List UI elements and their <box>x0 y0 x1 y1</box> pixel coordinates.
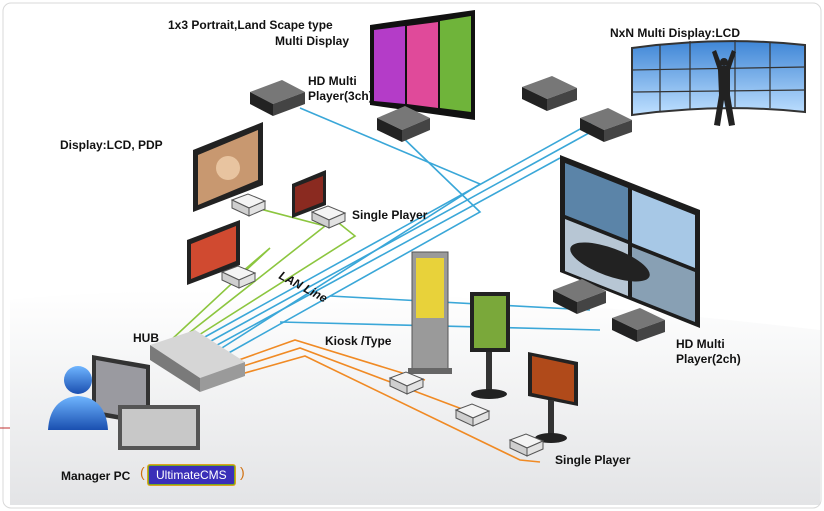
single-player-boxes-bottom <box>388 371 545 457</box>
hub-device <box>150 330 245 392</box>
portrait-display-title-line1: 1x3 Portrait,Land Scape type <box>168 18 333 32</box>
single-player-label-top: Single Player <box>352 208 428 222</box>
nxn-display-label: NxN Multi Display:LCD <box>610 26 741 40</box>
hd-multi-player-3ch-label-line2: Player(3ch) <box>308 89 373 103</box>
pdp-display <box>187 220 240 285</box>
video-wall-2x2 <box>560 155 700 328</box>
manager-pc-label: Manager PC <box>61 469 131 483</box>
display-lcd-pdp-label: Display:LCD, PDP <box>60 138 163 152</box>
hd-multi-player-nxn <box>522 76 632 142</box>
single-player-label-bottom: Single Player <box>555 453 631 467</box>
portrait-multi-display <box>370 10 475 120</box>
lcd-display-large <box>193 122 263 212</box>
kiosk-stand <box>470 292 510 399</box>
cms-paren-left: ( <box>140 464 145 480</box>
kiosk-type-label: Kiosk /Type <box>325 334 392 348</box>
cms-paren-right: ) <box>240 464 245 480</box>
kiosk-tall <box>408 251 452 374</box>
hd-multi-player-3ch-label-line1: HD Multi <box>308 74 357 88</box>
hub-label: HUB <box>133 331 159 345</box>
hd-multi-player-2ch-label-line2: Player(2ch) <box>676 352 741 366</box>
manager-pc <box>48 355 200 450</box>
portrait-display-title-line2: Multi Display <box>275 34 350 48</box>
hd-multi-player-2ch-label-line1: HD Multi <box>676 337 725 351</box>
single-player-boxes-top <box>220 193 347 289</box>
kiosk-display <box>528 352 578 443</box>
hd-multi-player-3ch <box>250 80 430 142</box>
nxn-multi-display <box>631 40 806 126</box>
ultimate-cms-badge: UltimateCMS <box>148 465 235 485</box>
lcd-display-small <box>292 170 326 218</box>
hd-multi-player-2ch <box>553 279 665 342</box>
